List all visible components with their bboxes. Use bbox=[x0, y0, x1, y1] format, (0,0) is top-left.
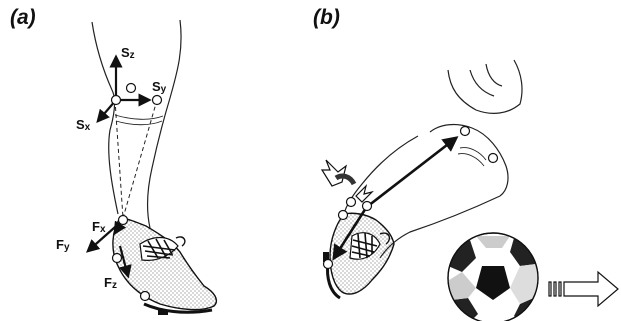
panel-a-drawing bbox=[88, 20, 216, 315]
shoe-b bbox=[323, 213, 394, 298]
marker bbox=[119, 216, 128, 225]
axis-label-sz: Sz bbox=[121, 46, 135, 60]
marker bbox=[461, 127, 470, 136]
axis-label-sx: Sx bbox=[76, 118, 90, 132]
axis-label-fy: Fy bbox=[56, 238, 70, 252]
marker bbox=[153, 96, 162, 105]
marker bbox=[113, 254, 122, 263]
axis-label-sy: Sy bbox=[152, 80, 166, 94]
marker bbox=[347, 198, 356, 207]
soccer-ball-icon bbox=[446, 233, 540, 321]
hollow-arrow-right-icon bbox=[549, 272, 618, 306]
marker bbox=[324, 260, 333, 269]
marker bbox=[112, 96, 121, 105]
shank-frame-axes bbox=[98, 57, 149, 121]
axis-label-fx: Fx bbox=[92, 220, 106, 234]
marker bbox=[141, 292, 150, 301]
marker bbox=[489, 154, 498, 163]
knee-vector-arrow bbox=[368, 138, 456, 206]
marker bbox=[363, 202, 372, 211]
segment-dashed-lines bbox=[115, 100, 157, 218]
axis-label-fz: Fz bbox=[104, 276, 117, 290]
marker bbox=[339, 211, 348, 220]
shoe-a bbox=[113, 218, 216, 315]
leg-a bbox=[92, 20, 181, 228]
marker bbox=[127, 84, 136, 93]
panel-b-drawing bbox=[322, 60, 618, 321]
